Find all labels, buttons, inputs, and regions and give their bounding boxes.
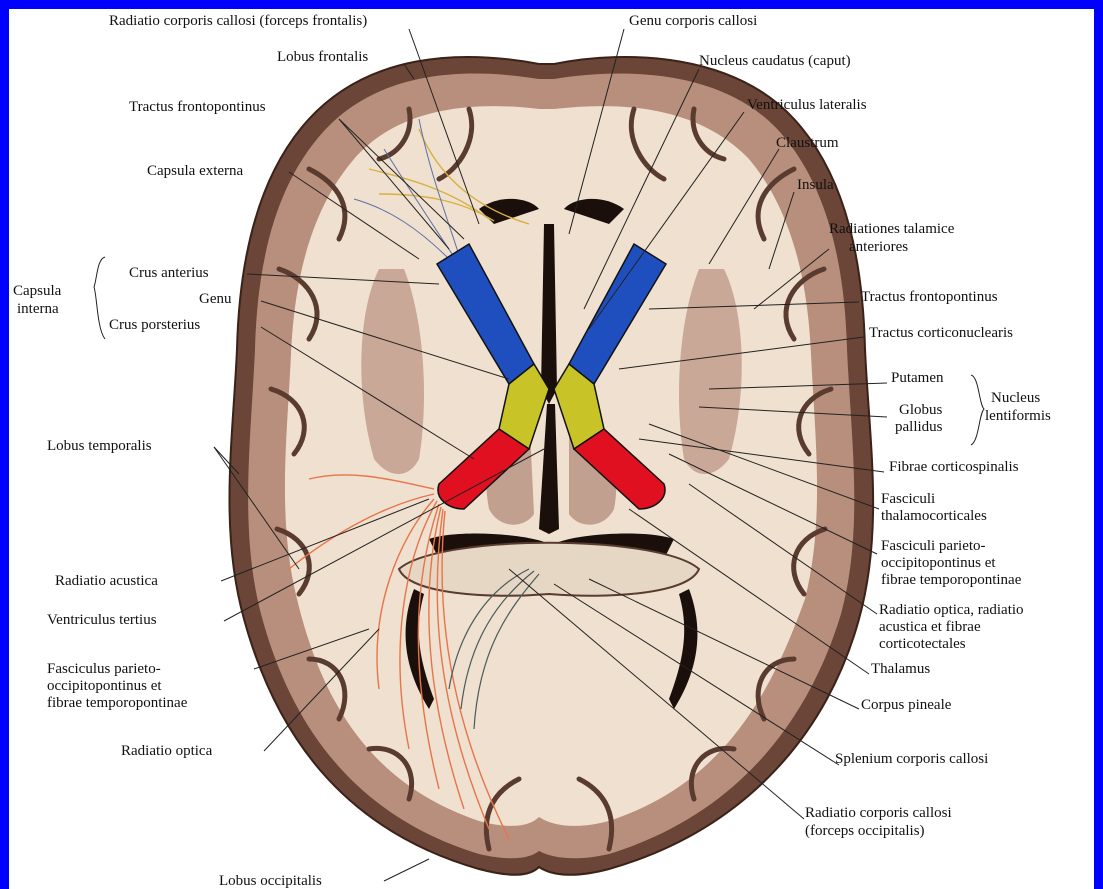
- label-lobus-temporalis: Lobus temporalis: [47, 438, 152, 454]
- brain-horizontal-section-diagram: Radiatio corporis callosi (forceps front…: [9, 9, 1094, 889]
- label-fasc-parieto-left-1: Fasciculus parieto-: [47, 661, 161, 677]
- label-ventriculus-lateralis: Ventriculus lateralis: [747, 97, 867, 113]
- label-fasc-parieto-right-3: fibrae temporopontinae: [881, 572, 1022, 588]
- label-lobus-frontalis: Lobus frontalis: [277, 49, 368, 65]
- label-insula: Insula: [797, 177, 834, 193]
- figure-frame: Radiatio corporis callosi (forceps front…: [9, 9, 1094, 889]
- label-capsula-interna-1: Capsula: [13, 283, 62, 299]
- label-tractus-corticonuclearis: Tractus corticonuclearis: [869, 325, 1013, 341]
- label-radiatio-optica-right-1: Radiatio optica, radiatio: [879, 602, 1024, 618]
- label-fasc-parieto-right-1: Fasciculi parieto-: [881, 538, 986, 554]
- label-fasc-parieto-right-2: occipitopontinus et: [881, 555, 996, 571]
- label-splenium: Splenium corporis callosi: [835, 751, 988, 767]
- label-fasc-parieto-left-2: occipitopontinus et: [47, 678, 162, 694]
- label-nucleus-lentiformis-1: Nucleus: [991, 390, 1040, 406]
- nucleus-lentiformis-bracket: [971, 375, 984, 445]
- label-radiatio-cc-frontalis: Radiatio corporis callosi (forceps front…: [109, 13, 367, 29]
- label-genu: Genu: [199, 291, 232, 307]
- label-thalamus: Thalamus: [871, 661, 930, 677]
- label-fibrae-corticospinalis: Fibrae corticospinalis: [889, 459, 1019, 475]
- label-radiatio-optica-right-2: acustica et fibrae: [879, 619, 981, 635]
- capsula-interna-bracket: [94, 257, 105, 339]
- splenium: [399, 543, 699, 596]
- label-crus-anterius: Crus anterius: [129, 265, 209, 281]
- label-nucleus-caudatus: Nucleus caudatus (caput): [699, 53, 851, 69]
- label-radiatio-optica-right-3: corticotectales: [879, 636, 966, 652]
- label-tractus-frontopontinus-left: Tractus frontopontinus: [129, 99, 266, 115]
- label-fasc-thalamo-1: Fasciculi: [881, 491, 935, 507]
- label-claustrum: Claustrum: [776, 135, 839, 151]
- label-radiationes-1: Radiationes talamice: [829, 221, 955, 237]
- label-corpus-pineale: Corpus pineale: [861, 697, 952, 713]
- label-globus-2: pallidus: [895, 419, 943, 435]
- label-crus-posterius: Crus porsterius: [109, 317, 200, 333]
- label-radiatio-optica-left: Radiatio optica: [121, 743, 213, 759]
- label-genu-cc: Genu corporis callosi: [629, 13, 757, 29]
- label-putamen: Putamen: [891, 370, 944, 386]
- label-radiatio-cc-occ-2: (forceps occipitalis): [805, 823, 925, 839]
- label-fasc-parieto-left-3: fibrae temporopontinae: [47, 695, 188, 711]
- label-capsula-externa: Capsula externa: [147, 163, 244, 179]
- label-capsula-interna-2: interna: [17, 301, 59, 317]
- label-fasc-thalamo-2: thalamocorticales: [881, 508, 987, 524]
- label-lobus-occipitalis: Lobus occipitalis: [219, 873, 322, 889]
- label-tractus-frontopontinus-right: Tractus frontopontinus: [861, 289, 998, 305]
- brain-section: [229, 57, 873, 875]
- label-radiationes-2: anteriores: [849, 239, 908, 255]
- label-globus-1: Globus: [899, 402, 943, 418]
- label-radiatio-cc-occ-1: Radiatio corporis callosi: [805, 805, 952, 821]
- label-radiatio-acustica: Radiatio acustica: [55, 573, 158, 589]
- label-ventriculus-tertius: Ventriculus tertius: [47, 612, 157, 628]
- label-nucleus-lentiformis-2: lentiformis: [985, 408, 1051, 424]
